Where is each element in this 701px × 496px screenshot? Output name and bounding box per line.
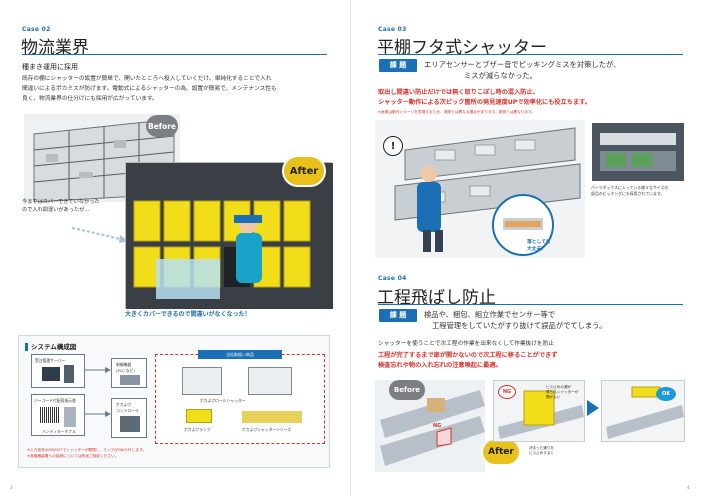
case3-photo-caption: パーツボックスに入っている様々なサイズの 部品のピッキングにも採用されています。	[591, 185, 669, 196]
case4-highlight: 工程が完了するまで扉が開かないので次工程に移ることができず 検査忘れや物の入れ忘…	[378, 352, 558, 369]
shutter-closed-graphic	[498, 390, 584, 439]
after-badge: After	[282, 155, 326, 187]
case4-description: シャッターを使うことで次工程の作業を出来なくして作業抜けを防止	[378, 341, 554, 347]
diagram-note-1: ※入力信号のON/OFFでシャッターが開閉し、ランプがON/OFFします。	[27, 448, 147, 452]
case3-underline	[378, 54, 683, 55]
after-caption: 大きくカバーできるので間違いがなくなった！	[125, 311, 251, 318]
case4-label: Case 04	[378, 275, 407, 282]
plc-box: 制御機器 (PLC など)	[111, 358, 147, 388]
title-marker	[25, 343, 28, 351]
case3-title: 平棚フタ式シャッター	[377, 38, 547, 58]
handy-terminal-icon	[64, 407, 76, 427]
before-caption: 今まではカバーできていなかった ので入れ間違いがあったが…	[22, 199, 100, 213]
case4-tag: 課 題	[379, 309, 417, 322]
diagram-note-2: ※各機器装置への接続については別途ご相談ください。	[27, 454, 119, 458]
after-illustration	[125, 162, 333, 309]
controller-icon	[120, 416, 140, 432]
products-label: 当社取扱い商品	[198, 350, 282, 359]
case-label: Case 02	[22, 26, 51, 33]
subtitle: 種まき運用に採用	[22, 63, 78, 71]
connector-lines	[85, 367, 111, 417]
case3-lead: エリアセンサーとブザー音でピッキングミスを対策したが、 ミスが減らなかった。	[424, 60, 621, 80]
alert-icon: !	[383, 136, 403, 156]
tower-icon	[64, 365, 74, 383]
arrow-icon	[71, 227, 128, 243]
case3-illustration: ! 落としても 大丈夫！	[375, 120, 585, 258]
step-arrow-icon	[587, 400, 599, 416]
controller-box: ポカよけ コントローラ	[111, 398, 147, 438]
title-underline	[22, 54, 327, 55]
case3-note: ※画像は動作イメージを表現するため、実際とは異なる場合があります。実物とは異なり…	[378, 110, 536, 114]
page-number: 3	[10, 485, 13, 490]
ok-badge: OK	[656, 387, 676, 401]
case4-after-step1: NG ビス止めの漏が 落ちるシャッターが 開かない	[493, 380, 585, 442]
server-box: 受注管理サーバー	[31, 354, 85, 388]
case4-title: 工程飛ばし防止	[377, 288, 496, 308]
shutter-icon-2	[248, 367, 292, 395]
case4-after-badge: After	[481, 438, 521, 466]
parts-box-photo-graphic	[592, 123, 684, 181]
page-gutter	[350, 0, 351, 496]
case4-before-badge: Before	[389, 380, 425, 400]
bubble-note-2: 決まった通りを ビス止めすると	[529, 446, 555, 455]
lamp-icon	[186, 409, 212, 423]
products-box: 当社取扱い商品 ポカよけロールシャッター ポカよけランプ ポカよけシャッターシリ…	[155, 350, 325, 444]
bubble-note-1: ビス止めの漏が 落ちるシャッターが 開かない	[546, 385, 579, 399]
plc-icon	[120, 375, 140, 385]
page-number: 4	[687, 485, 690, 490]
after-shutter-graphic	[126, 163, 333, 309]
case4-ng-tag: NG	[433, 423, 442, 429]
picking-shelf-graphic	[394, 127, 581, 256]
left-page: Case 02 物流業界 種まき運用に採用 既存の棚にシャッターの設置が簡単で、…	[0, 0, 350, 496]
conveyor-before-graphic	[380, 390, 485, 466]
body-text: 既存の棚にシャッターの設置が簡単で、開いたところへ投入していくだけ。単純化するこ…	[22, 76, 277, 102]
case4-after-step2: OK	[601, 380, 685, 442]
shutter-icon	[182, 367, 222, 395]
shutter-series-icon	[242, 411, 302, 423]
case4-underline	[378, 304, 683, 305]
case4-lead: 検品や、梱包、組立作業でセンサー等で 工程管理をしていたがすり抜けて誤品がでてし…	[424, 310, 607, 330]
diagram-title: システム構成図	[25, 341, 76, 351]
case3-tag: 課 題	[379, 59, 417, 72]
page-title: 物流業界	[21, 38, 89, 58]
barcode-icon	[40, 407, 60, 423]
case3-highlight: 取出し間違い防止だけでは無く取りこぼし時の混入防止、 シャッター動作による次ピッ…	[378, 89, 591, 106]
monitor-icon	[42, 367, 60, 381]
ng-badge: NG	[498, 385, 516, 399]
right-page: Case 03 平棚フタ式シャッター 課 題 エリアセンサーとブザー音でピッキン…	[351, 0, 701, 496]
terminal-box: バーコード付配荷指示書 ハンディターミナル	[31, 394, 85, 436]
before-badge: Before	[146, 115, 178, 137]
drop-label: 落としても 大丈夫！	[527, 240, 551, 252]
case3-photo	[592, 123, 684, 181]
case3-label: Case 03	[378, 26, 407, 33]
system-diagram: システム構成図 受注管理サーバー バーコード付配荷指示書 ハンディターミナル 制…	[18, 335, 330, 468]
